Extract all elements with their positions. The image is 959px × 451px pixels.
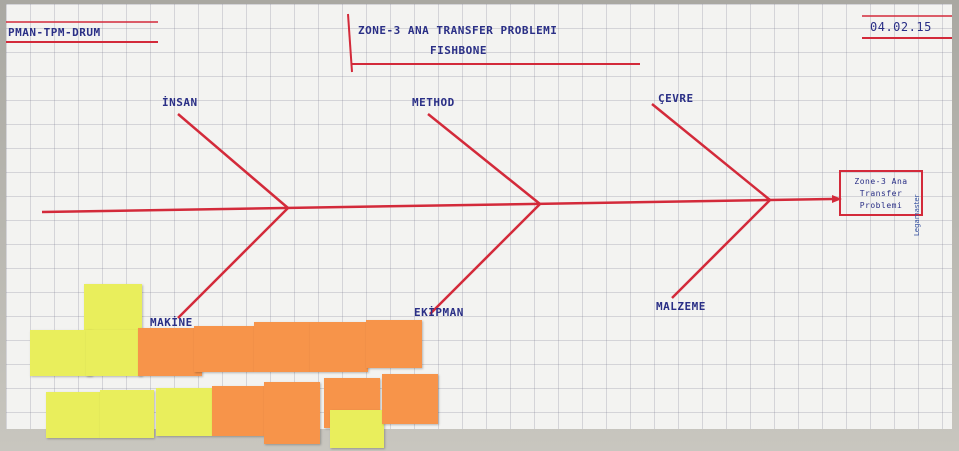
problem-line-3: Problemi (859, 201, 903, 210)
brand-logo: Legamaster (913, 194, 921, 236)
sticky-note (156, 388, 212, 436)
bone-top-3 (651, 103, 771, 201)
bone-label-cevre: ÇEVRE (658, 92, 694, 105)
sticky-note (310, 322, 368, 372)
bone-label-method: METHOD (412, 96, 455, 109)
sticky-note (84, 284, 142, 330)
sticky-note (100, 390, 154, 438)
sticky-note (264, 382, 320, 444)
bone-top-1 (177, 113, 289, 209)
sticky-note (212, 386, 264, 436)
date-label: 04.02.15 (870, 20, 932, 34)
fishbone-spine (41, 197, 833, 214)
sticky-note (194, 326, 254, 372)
sticky-note (330, 410, 384, 448)
sticky-note (138, 328, 202, 376)
problem-head-box: Zone-3 Ana Transfer Problemi (839, 170, 923, 216)
problem-line-2: Transfer (859, 189, 903, 198)
bone-bottom-3 (671, 199, 771, 299)
bone-label-ekipman: EKİPMAN (414, 306, 464, 319)
sticky-note (86, 330, 142, 376)
sticky-note (254, 322, 310, 372)
bone-bottom-2 (429, 203, 541, 315)
problem-line-1: Zone-3 Ana (854, 177, 908, 186)
bone-bottom-1 (177, 207, 289, 319)
bone-top-2 (427, 113, 541, 205)
sticky-note (46, 392, 100, 438)
bone-label-makine: MAKİNE (150, 316, 193, 329)
sticky-note (30, 330, 92, 376)
header-left-label: PMAN-TPM-DRUM (8, 26, 101, 39)
spine-arrowhead (832, 195, 842, 203)
title-divider (347, 13, 353, 73)
title-line-2: FISHBONE (430, 44, 487, 57)
flipchart-sheet (6, 4, 952, 429)
sticky-note (366, 320, 422, 368)
bone-label-insan: İNSAN (162, 96, 198, 109)
bone-label-malzeme: MALZEME (656, 300, 706, 313)
sticky-note (382, 374, 438, 424)
title-line-1: ZONE-3 ANA TRANSFER PROBLEMI (358, 24, 558, 37)
